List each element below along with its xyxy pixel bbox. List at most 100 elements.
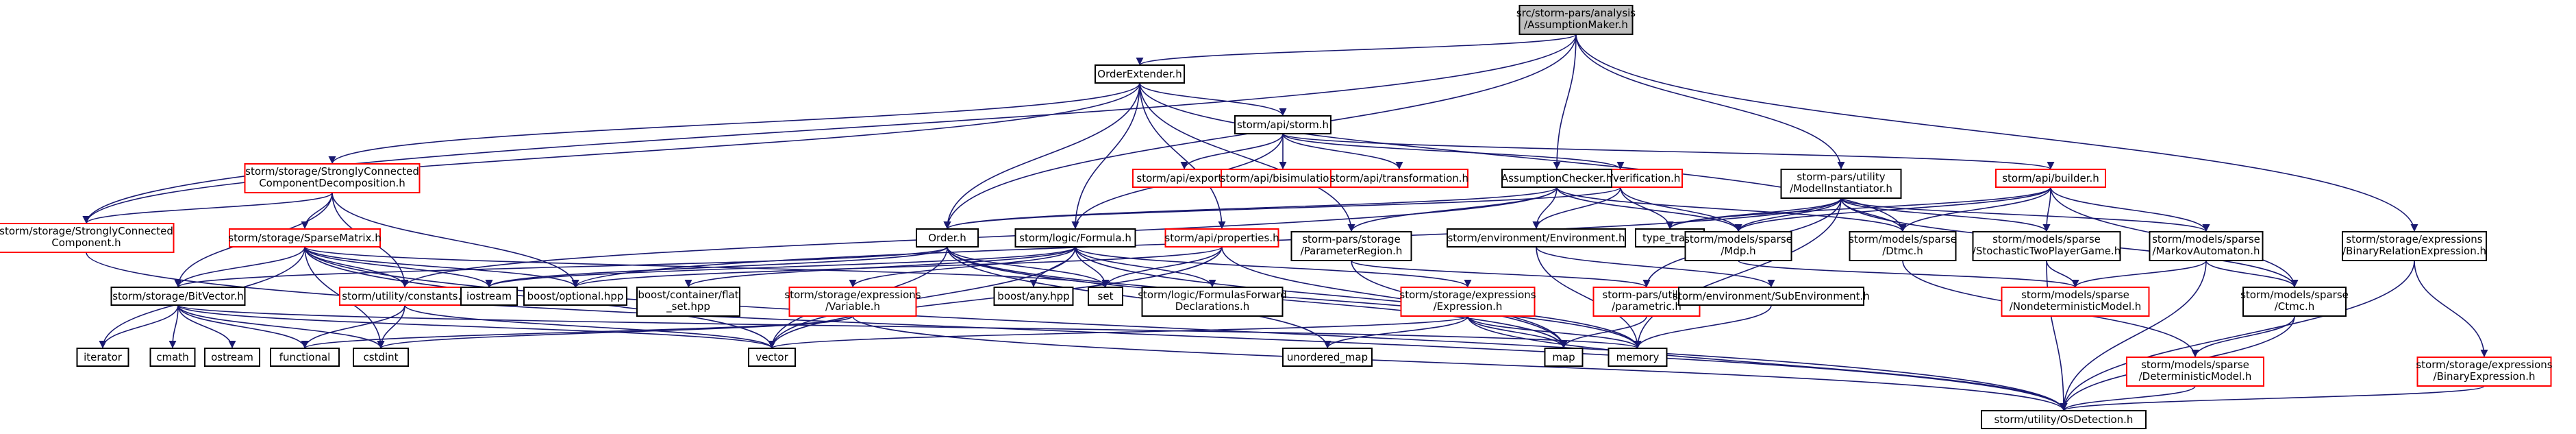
node-osdetect[interactable]: storm/utility/OsDetection.h: [1981, 410, 2147, 429]
node-label: /Variable.h: [825, 300, 880, 313]
node-mdp[interactable]: storm/models/sparse/Mdp.h: [1684, 231, 1792, 261]
node-label: /NondeterministicModel.h: [2010, 300, 2142, 313]
edge-binexpr-to-osdetect: [2060, 385, 2485, 411]
edge-assumpcheck-to-mdp: [1556, 186, 1742, 232]
node-modelinst[interactable]: storm-pars/utility/ModelInstantiator.h: [1780, 169, 1902, 199]
edge-orderext-to-sccdecomp: [328, 82, 1140, 165]
node-vector[interactable]: vector: [748, 348, 796, 367]
node-label: vector: [755, 351, 788, 363]
edge-orderh-to-bitvector: [174, 246, 948, 288]
node-formula[interactable]: storm/logic/Formula.h: [1014, 228, 1136, 248]
node-box: [2149, 231, 2264, 261]
node-sccdecomp[interactable]: storm/storage/StronglyConnectedComponent…: [244, 163, 421, 193]
node-dtmc[interactable]: storm/models/sparse/Dtmc.h: [1849, 231, 1957, 261]
edge-root-to-sccomp: [82, 34, 1577, 224]
node-box: [1400, 287, 1536, 317]
node-box: [523, 287, 627, 306]
node-unorderedmap[interactable]: unordered_map: [1282, 348, 1373, 367]
node-sparsematrix[interactable]: storm/storage/SparseMatrix.h: [228, 228, 382, 248]
node-binexpr[interactable]: storm/storage/expressions/BinaryExpressi…: [2416, 357, 2553, 387]
node-orderext[interactable]: OrderExtender.h: [1095, 64, 1185, 84]
edge-bitvector-to-cstdint: [177, 304, 385, 349]
node-box: [788, 287, 917, 317]
node-ctmc[interactable]: storm/models/sparse/Ctmc.h: [2240, 287, 2349, 317]
node-box: [636, 287, 740, 317]
node-label: storm/models/sparse: [2240, 289, 2349, 301]
edge-subenv-to-memory: [1634, 304, 1772, 349]
edge-apibuilder-to-markovauto: [2050, 186, 2210, 232]
node-label: functional: [279, 351, 331, 363]
node-apibuilder[interactable]: storm/api/builder.h: [1995, 169, 2106, 188]
node-label: storm/models/sparse: [1992, 233, 2101, 245]
edge-expression-to-osdetect: [1467, 315, 2068, 411]
node-label: iterator: [84, 351, 123, 363]
node-box: [2001, 287, 2150, 317]
edges: [82, 34, 2488, 411]
edge-assumpcheck-to-paramregion: [1347, 186, 1558, 232]
node-exprvar[interactable]: storm/storage/expressions/Variable.h: [784, 287, 921, 317]
node-nondetmodel[interactable]: storm/models/sparse/NondeterministicMode…: [2001, 287, 2150, 317]
node-cmath[interactable]: cmath: [149, 348, 196, 367]
node-formulasfwd[interactable]: storm/logic/FormulasForwardDeclarations.…: [1138, 287, 1287, 317]
node-box: [993, 287, 1074, 306]
node-iostream[interactable]: iostream: [460, 287, 518, 306]
node-label: storm-pars/utility: [1602, 289, 1690, 301]
node-ostream[interactable]: ostream: [204, 348, 260, 367]
node-box: [339, 287, 471, 306]
node-boostany[interactable]: boost/any.hpp: [993, 287, 1074, 306]
node-label: storm/environment/SubEnvironment.h: [1673, 290, 1870, 302]
node-label: storm/api/transformation.h: [1330, 172, 1468, 184]
node-apibisim[interactable]: storm/api/bisimulation.h: [1221, 169, 1346, 188]
node-optional[interactable]: boost/optional.hpp: [523, 287, 627, 306]
node-environment[interactable]: storm/environment/Environment.h: [1447, 228, 1626, 248]
node-subenv[interactable]: storm/environment/SubEnvironment.h: [1673, 287, 1870, 306]
node-paramregion[interactable]: storm-pars/storage/ParameterRegion.h: [1290, 231, 1412, 261]
node-apitrans[interactable]: storm/api/transformation.h: [1330, 169, 1468, 188]
node-constants[interactable]: storm/utility/constants.h: [339, 287, 471, 306]
node-label: src/storm-pars/analysis: [1516, 7, 1636, 19]
node-box: [1995, 169, 2106, 188]
node-label: /StochasticTwoPlayerGame.h: [1973, 245, 2121, 257]
edge-root-to-assumpcheck: [1553, 34, 1577, 170]
node-memory[interactable]: memory: [1608, 348, 1668, 367]
node-label: type_traits: [1642, 232, 1697, 245]
edge-apiprops-to-optional: [571, 246, 1223, 288]
node-label: /BinaryRelationExpression.h: [2342, 245, 2486, 257]
node-map[interactable]: map: [1544, 348, 1584, 367]
node-set[interactable]: set: [1088, 287, 1123, 306]
node-stochtwo[interactable]: storm/models/sparse/StochasticTwoPlayerG…: [1972, 231, 2121, 261]
node-box: [1518, 5, 1634, 35]
node-bitvector[interactable]: storm/storage/BitVector.h: [110, 287, 246, 306]
edge-sparsematrix-to-iostream: [304, 246, 493, 288]
node-typetraits[interactable]: type_traits: [1635, 228, 1705, 248]
edge-expression-to-map: [1467, 315, 1568, 349]
edge-sparsematrix-to-set: [304, 246, 1110, 288]
node-assumpcheck[interactable]: AssumptionChecker.h: [1501, 169, 1612, 188]
edge-exprvar-to-osdetect: [852, 315, 2068, 411]
node-box: [1544, 348, 1584, 367]
node-detmodel[interactable]: storm/models/sparse/DeterministicModel.h: [2126, 357, 2264, 387]
node-box: [1014, 228, 1136, 248]
node-iterator[interactable]: iterator: [76, 348, 129, 367]
node-markovauto[interactable]: storm/models/sparse/MarkovAutomaton.h: [2149, 231, 2264, 261]
node-box: [2342, 231, 2487, 261]
node-apiprops[interactable]: storm/api/properties.h: [1164, 228, 1279, 248]
node-flatset[interactable]: boost/container/flat_set.hpp: [636, 287, 740, 317]
edge-root-to-binrelexpr: [1575, 34, 2418, 232]
node-cstdint[interactable]: cstdint: [353, 348, 409, 367]
edge-assumpcheck-to-constants: [401, 186, 1558, 288]
node-apistorm[interactable]: storm/api/storm.h: [1234, 115, 1331, 134]
node-label: /ModelInstantiator.h: [1790, 182, 1892, 195]
node-root[interactable]: src/storm-pars/analysis/AssumptionMaker.…: [1516, 5, 1636, 35]
node-functional[interactable]: functional: [270, 348, 340, 367]
edge-stochtwo-to-osdetect: [2046, 260, 2068, 411]
node-orderh[interactable]: Order.h: [916, 228, 979, 248]
node-expression[interactable]: storm/storage/expressions/Expression.h: [1399, 287, 1536, 317]
node-box: [229, 228, 381, 248]
node-box: [1141, 287, 1284, 317]
node-sccomp[interactable]: storm/storage/StronglyConnectedComponent…: [0, 223, 175, 253]
node-parametric[interactable]: storm-pars/utility/parametric.h: [1592, 287, 1701, 317]
node-binrelexpr[interactable]: storm/storage/expressions/BinaryRelation…: [2342, 231, 2487, 261]
edge-modelinst-to-memory: [1634, 197, 1842, 349]
